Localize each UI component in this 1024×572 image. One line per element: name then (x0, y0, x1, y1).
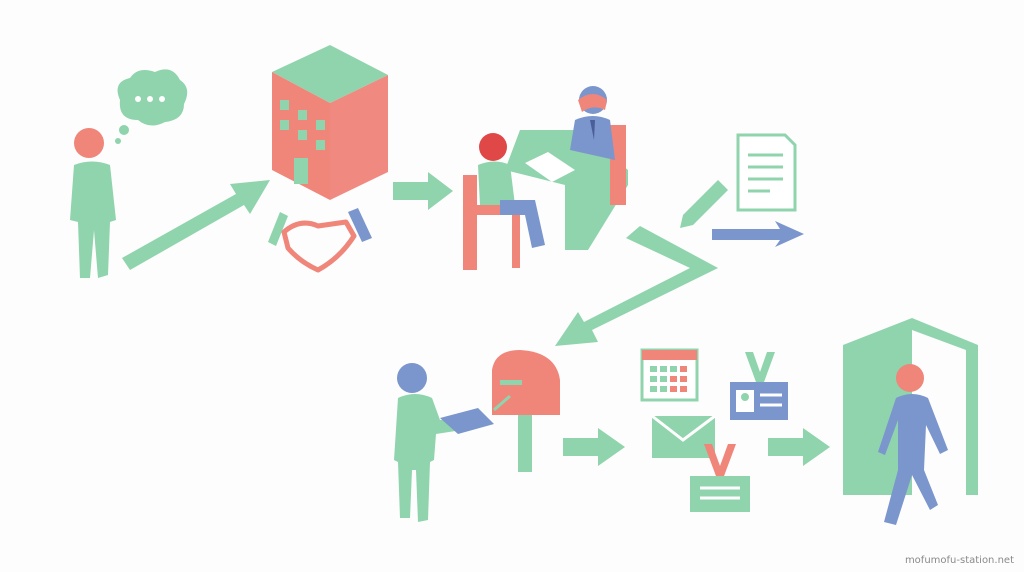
arrow-icon (563, 428, 625, 466)
pencil-icon (680, 180, 728, 228)
badge-icon (690, 444, 750, 512)
arrow-icon (393, 172, 453, 210)
document-icon (736, 133, 797, 212)
submitting-person (394, 363, 494, 522)
watermark: mofumofu-station.net (904, 555, 1014, 566)
interview-scene (463, 86, 628, 270)
arrow-icon (712, 221, 804, 247)
walking-person (878, 364, 948, 525)
thought-bubble-icon (115, 69, 188, 144)
calendar-icon (640, 348, 699, 402)
id-badge-icon (730, 352, 788, 420)
envelope-icon (651, 414, 716, 458)
arrow-icon (768, 428, 830, 466)
zigzag-arrow-icon (555, 226, 718, 346)
arrow-icon (122, 180, 270, 270)
company-building-icon (272, 45, 388, 200)
handshake-icon (268, 208, 372, 273)
thinking-person (70, 128, 116, 278)
door-icon (843, 318, 978, 495)
mailbox-icon (492, 350, 560, 472)
